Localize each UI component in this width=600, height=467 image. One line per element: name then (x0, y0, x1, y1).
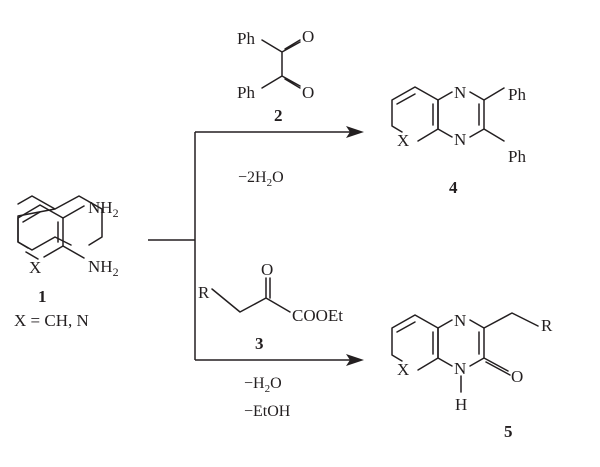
reagent-2-number: 2 (274, 106, 283, 125)
product-5-ring-atom: X (397, 360, 409, 379)
product-4-benzo-inner (396, 93, 434, 126)
upper-arrow-head (346, 126, 364, 138)
product-4-n-top: N (454, 83, 466, 102)
reagent-2-oxygen-top: O (302, 27, 314, 46)
reactant-1-amine-bottom: NH2 (88, 257, 119, 279)
reactant-1-ring-atom: X (29, 258, 41, 277)
reagent-2-bonds (261, 39, 301, 89)
product-5-oxygen: O (511, 367, 523, 386)
reagent-3-number: 3 (255, 334, 264, 353)
product-5-h: H (455, 395, 467, 414)
lower-arrow-head (346, 354, 364, 366)
reactant-1-amine-top: NH2 (88, 198, 119, 220)
reagent-2-phenyl-bottom: Ph (237, 83, 255, 102)
product-4-ring-atom: X (397, 131, 409, 150)
reagent-3-bonds (211, 277, 291, 313)
reactant-1-nh2-bonds (62, 205, 85, 259)
reagent-2-oxygen-bottom: O (302, 83, 314, 102)
product-4-phenyl-bottom: Ph (508, 147, 526, 166)
reactant-1-structure (17, 195, 103, 260)
reagent-3-oxygen: O (261, 260, 273, 279)
product-5-benzo-inner (396, 321, 434, 355)
upper-condition: −2H2O (238, 169, 284, 189)
reagent-3-r-group: R (198, 283, 210, 302)
product-5-r-group: R (541, 316, 553, 335)
reactant-1-ring (17, 204, 64, 258)
lower-condition-ethanol: −EtOH (244, 403, 291, 420)
product-4-n-bottom: N (454, 130, 466, 149)
branch-lines (148, 131, 350, 361)
product-4-phenyl-top: Ph (508, 85, 526, 104)
product-5-substituent-bonds (460, 312, 539, 393)
lower-condition-water: −H2O (244, 375, 282, 395)
product-5-number: 5 (504, 422, 513, 441)
product-5-pyrazinone-ring (437, 319, 485, 367)
reactant-1-ring-bonds (17, 195, 103, 251)
product-5-n-bottom: N (454, 359, 466, 378)
reactant-1-number: 1 (38, 287, 47, 306)
reactant-1-inner-double-bonds (22, 211, 59, 260)
product-5-n-top: N (454, 311, 466, 330)
reagent-3-ester: COOEt (292, 306, 343, 325)
reactant-1-condition: X = CH, N (14, 311, 89, 330)
product-4-phenyl-bonds (483, 87, 505, 142)
product-4-pyrazine-ring (437, 91, 485, 138)
reagent-2-phenyl-top: Ph (237, 29, 255, 48)
product-4-number: 4 (449, 178, 458, 197)
